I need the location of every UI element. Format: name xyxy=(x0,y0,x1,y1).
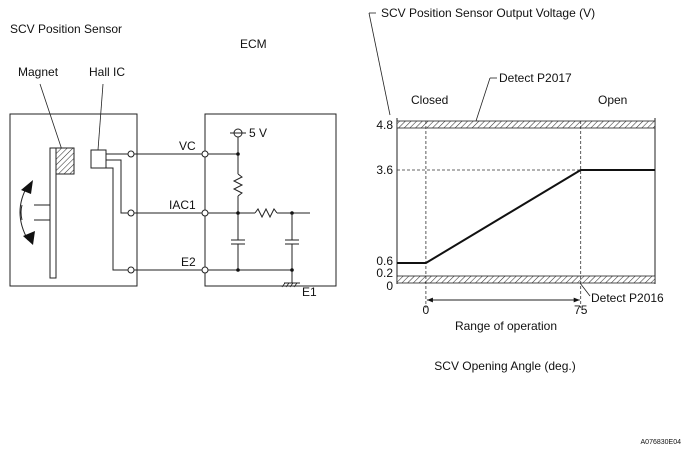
chart-title-leader xyxy=(368,12,391,116)
ecm-housing xyxy=(204,113,337,287)
hall-ic-label: Hall IC xyxy=(89,65,125,79)
junction-iac1 xyxy=(236,211,240,215)
series-resistor-icon xyxy=(254,207,278,219)
sensor-terminal-iac1 xyxy=(127,209,135,217)
terminal-label-vc: VC xyxy=(179,139,196,153)
y-tick-label: 0.6 xyxy=(376,254,393,268)
ground-label: E1 xyxy=(302,285,317,299)
sensor-terminal-e2 xyxy=(127,266,135,274)
x-tick-label: 75 xyxy=(574,303,588,317)
wire-iac1-internal xyxy=(106,159,131,214)
magnet-holder xyxy=(49,147,57,279)
ecm-terminal-vc xyxy=(201,150,209,158)
output-voltage-chart: SCV Position Sensor Output Voltage (V) C… xyxy=(368,6,664,373)
y-tick-label: 0 xyxy=(386,279,393,293)
junction-e2 xyxy=(236,268,240,272)
range-of-operation-label: Range of operation xyxy=(455,319,557,333)
x-tick-label: 0 xyxy=(423,303,430,317)
ecm-terminal-iac1 xyxy=(201,209,209,217)
rotation-arrowhead-top-icon xyxy=(21,180,33,194)
terminal-label-e2: E2 xyxy=(181,255,196,269)
magnet xyxy=(55,147,75,175)
junction-e2-ground xyxy=(290,268,294,272)
y-tick-label: 4.8 xyxy=(376,118,393,132)
threshold-band-p2017 xyxy=(396,120,656,129)
threshold-band-p2016 xyxy=(396,275,656,284)
state-open-label: Open xyxy=(598,93,627,107)
pull-up-resistor-icon xyxy=(232,173,244,197)
sensor-housing xyxy=(9,113,138,287)
x-axis-label: SCV Opening Angle (deg.) xyxy=(434,359,575,373)
y-tick-label: 3.6 xyxy=(376,163,393,177)
output-voltage-line xyxy=(397,169,655,264)
ground-hatch-icon xyxy=(281,282,298,288)
p2017-leader-line xyxy=(475,77,491,122)
ecm-title: ECM xyxy=(240,37,267,51)
threshold-label-p2017: Detect P2017 xyxy=(499,71,572,85)
shaft xyxy=(34,204,50,221)
wire-e2-internal xyxy=(101,167,131,271)
hall-ic-leader-line xyxy=(97,83,104,151)
supply-label: 5 V xyxy=(249,126,267,140)
magnet-label: Magnet xyxy=(18,65,59,79)
rotation-arrowhead-bottom-icon xyxy=(23,231,35,245)
circuit-diagram: SCV Position Sensor ECM Magnet Hall IC xyxy=(9,22,337,299)
figure-code: A076830E04 xyxy=(641,439,682,446)
chart-title: SCV Position Sensor Output Voltage (V) xyxy=(381,6,595,20)
magnet-leader-line xyxy=(39,83,63,151)
state-closed-label: Closed xyxy=(411,93,448,107)
junction-vc xyxy=(236,152,240,156)
sensor-terminal-vc xyxy=(127,150,135,158)
rotation-mark-icon xyxy=(20,204,23,221)
terminal-label-iac1: IAC1 xyxy=(169,198,196,212)
hall-ic xyxy=(90,149,107,169)
ecm-terminal-e2 xyxy=(201,266,209,274)
sensor-title: SCV Position Sensor xyxy=(10,22,122,36)
p2016-leader-line xyxy=(579,282,591,297)
y-tick-label: 0.2 xyxy=(376,266,393,280)
threshold-label-p2016: Detect P2016 xyxy=(591,291,664,305)
